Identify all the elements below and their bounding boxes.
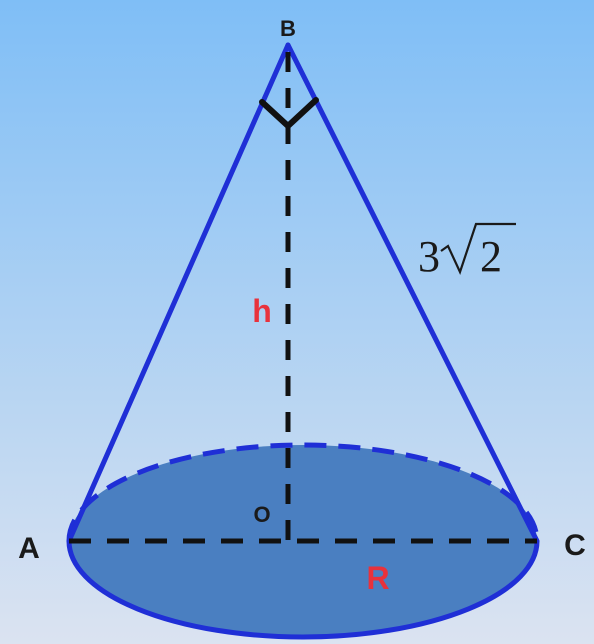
- radius-label: R: [366, 560, 389, 596]
- slant-edge-bc: [285, 42, 540, 544]
- cone-base-back-arc: [66, 442, 540, 542]
- slant-radicand: 2: [480, 232, 502, 281]
- slant-coefficient: 3: [418, 232, 440, 281]
- radical-sign-icon: [440, 222, 516, 275]
- cone-base-front-arc: [66, 540, 540, 640]
- apex-angle-mark: [259, 97, 319, 129]
- point-a-label: A: [18, 532, 40, 565]
- point-c-label: C: [564, 529, 586, 562]
- slant-length-label: 3 2: [418, 222, 516, 281]
- height-label: h: [252, 293, 272, 329]
- slant-edge-ab: [66, 42, 291, 544]
- point-b-label: B: [280, 16, 296, 41]
- point-o-label: O: [253, 502, 270, 527]
